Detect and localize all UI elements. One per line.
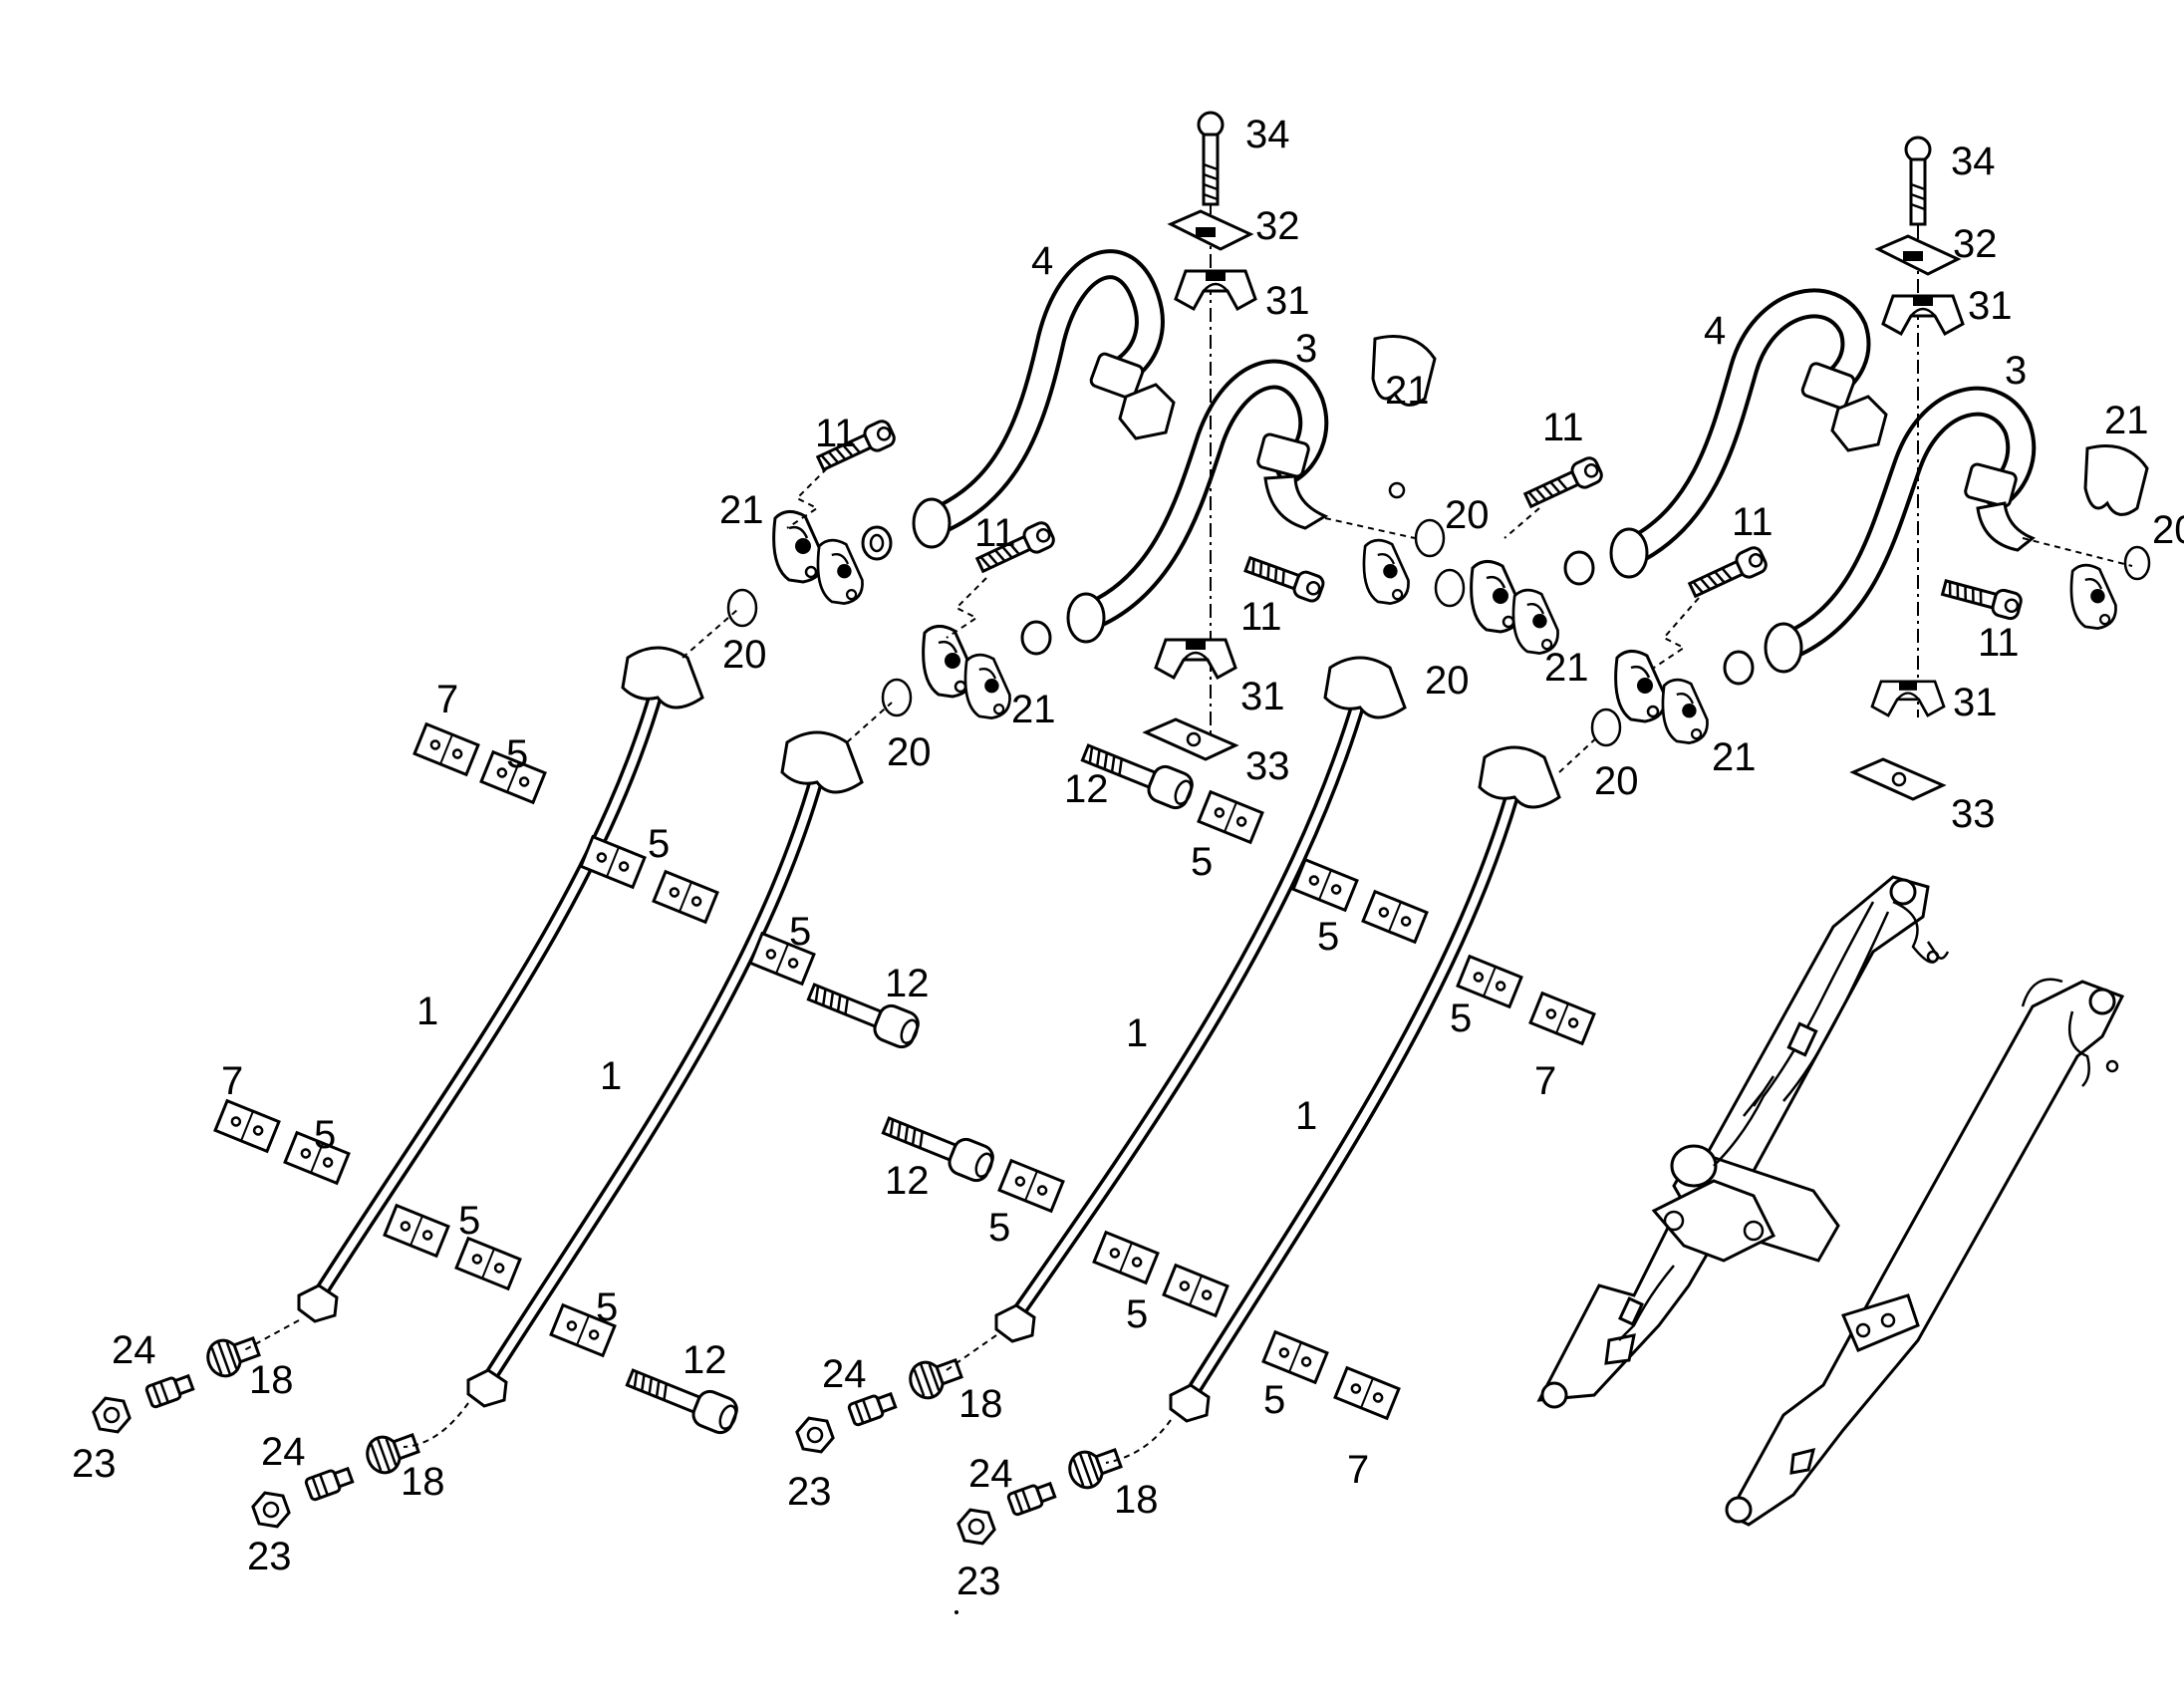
pipe-1-b [466,730,864,1408]
label-4-right: 4 [1704,309,1726,353]
label-5-lower-left-row-a: 5 [314,1113,336,1157]
label-31-left-bottom: 31 [1240,675,1285,718]
label-5-upper-left-row-a: 5 [506,732,528,776]
fitting-set-d [954,1419,1172,1551]
label-11-right: 11 [1732,500,1774,544]
label-1-a: 1 [416,990,438,1033]
label-21-left-a: 21 [719,488,764,532]
fitting-set-b [248,1402,469,1534]
label-7-upper-right-row: 7 [1534,1059,1556,1103]
label-24-a: 24 [112,1328,156,1372]
label-24-b: 24 [261,1430,306,1474]
label-5-upper-right-row-a: 5 [1191,840,1213,884]
label-20-right-partial: 20 [2152,508,2184,552]
label-5-upper-left-row-b: 5 [648,822,670,866]
label-31-right-bottom: 31 [1953,681,1998,724]
flange-assembly-right-lower [1558,543,1771,773]
label-11-left-a: 11 [815,412,857,455]
pipe-1-d [1169,745,1561,1423]
label-23-d: 23 [956,1560,1001,1603]
label-23-a: 23 [72,1442,117,1486]
clamp-stack-right [1849,136,1965,801]
label-23-b: 23 [247,1535,292,1578]
label-12-lower-left-row: 12 [682,1338,727,1382]
label-32-left: 32 [1255,204,1300,248]
label-1-b: 1 [600,1054,622,1098]
label-21-mid: 21 [1544,646,1589,690]
label-5-lower-right-row-b: 5 [1126,1292,1148,1336]
label-18-b: 18 [401,1460,445,1504]
label-31-right-top: 31 [1968,284,2013,328]
label-7-lower-right-row: 7 [1347,1448,1369,1492]
flange-assembly-left-upper [682,417,899,659]
hose-3-left [1020,359,1329,656]
label-7-upper-left-row: 7 [436,678,458,721]
label-18-c: 18 [958,1382,1003,1426]
label-34-left: 34 [1245,113,1290,156]
label-4-left: 4 [1031,239,1053,283]
pipe-1-a [297,646,704,1323]
label-34-right: 34 [1951,140,1996,183]
label-5-upper-right-row-b: 5 [1317,915,1339,959]
label-21-mid-top: 21 [1385,369,1430,413]
label-5-upper-left-row-c: 5 [789,910,811,954]
part-labels: 34 32 31 4 3 21 11 11 11 21 21 20 20 20 … [72,113,2184,1603]
hose-4-right [1563,288,1888,586]
label-20-left-a: 20 [722,633,767,677]
label-3-left: 3 [1295,327,1317,371]
hose-3-right [1723,386,2037,686]
label-5-lower-right-row-a: 5 [988,1206,1010,1250]
label-23-c: 23 [787,1470,832,1514]
label-12-upper-left-row: 12 [885,962,930,1005]
label-1-d: 1 [1295,1094,1317,1138]
flange-assembly-left-lower [846,518,1058,743]
label-12-lower-right-row: 12 [885,1159,930,1203]
label-1-c: 1 [1126,1011,1148,1055]
clamp-stack-left [1142,111,1257,761]
label-24-d: 24 [968,1452,1013,1496]
label-5-lower-right-row-c: 5 [1263,1378,1285,1422]
flange-assembly-middle [1241,335,1606,655]
label-20-left-b: 20 [887,730,932,774]
label-20-mid-b: 20 [1425,659,1470,703]
label-5-upper-right-row-c: 5 [1450,996,1472,1040]
label-24-c: 24 [822,1352,867,1396]
label-33-right: 33 [1951,792,1996,836]
label-12-upper-right-row: 12 [1064,767,1109,811]
label-11-mid-top: 11 [1542,406,1584,449]
loader-arm-frame [1536,875,2125,1527]
label-5-lower-left-row-c: 5 [596,1285,618,1329]
label-20-right-bottom: 20 [1594,759,1639,803]
hose-4-left [861,249,1176,561]
label-11-mid: 11 [1240,595,1282,639]
label-33-left: 33 [1245,744,1290,788]
label-11-left-b: 11 [974,511,1016,555]
label-18-d: 18 [1114,1478,1159,1522]
label-21-left-b: 21 [1011,688,1056,731]
label-3-right: 3 [2005,349,2027,393]
label-5-lower-left-row-b: 5 [458,1199,480,1243]
label-7-lower-left-row: 7 [221,1059,243,1103]
label-18-a: 18 [249,1358,294,1402]
flange-assembly-far-right [1939,444,2151,630]
label-11-far-right: 11 [1978,621,2020,665]
pipe-1-c [994,656,1407,1343]
label-32-right: 32 [1953,222,1998,266]
label-21-right-bottom: 21 [1712,735,1757,779]
label-31-left-top: 31 [1265,279,1310,323]
label-20-mid-a: 20 [1445,493,1490,537]
speck [955,1610,958,1614]
label-21-right-top: 21 [2104,399,2149,442]
